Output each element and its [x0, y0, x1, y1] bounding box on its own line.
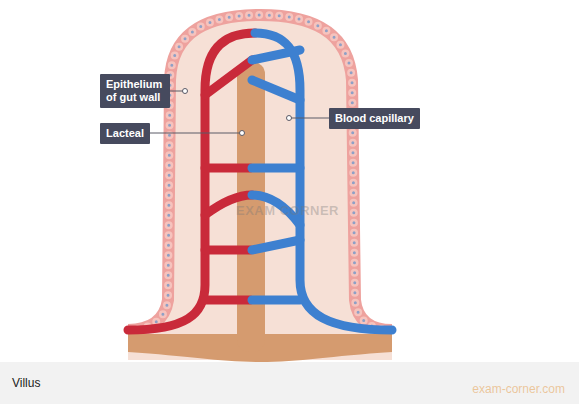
caption-bar [0, 362, 579, 404]
watermark: EXAM CORNER [236, 203, 339, 218]
leader-lines [150, 89, 329, 136]
label-text: Blood capillary [335, 112, 414, 125]
label-box: Lacteal [100, 123, 150, 144]
label-box: Epithelium of gut wall [100, 74, 170, 108]
label-box: Blood capillary [329, 108, 420, 129]
label-text: Epithelium of gut wall [106, 78, 164, 104]
watermark: exam-corner.com [472, 382, 565, 396]
venule [252, 33, 392, 330]
label-text: Lacteal [106, 127, 144, 140]
villus-core [128, 15, 392, 360]
figure-caption: Villus [12, 376, 40, 390]
